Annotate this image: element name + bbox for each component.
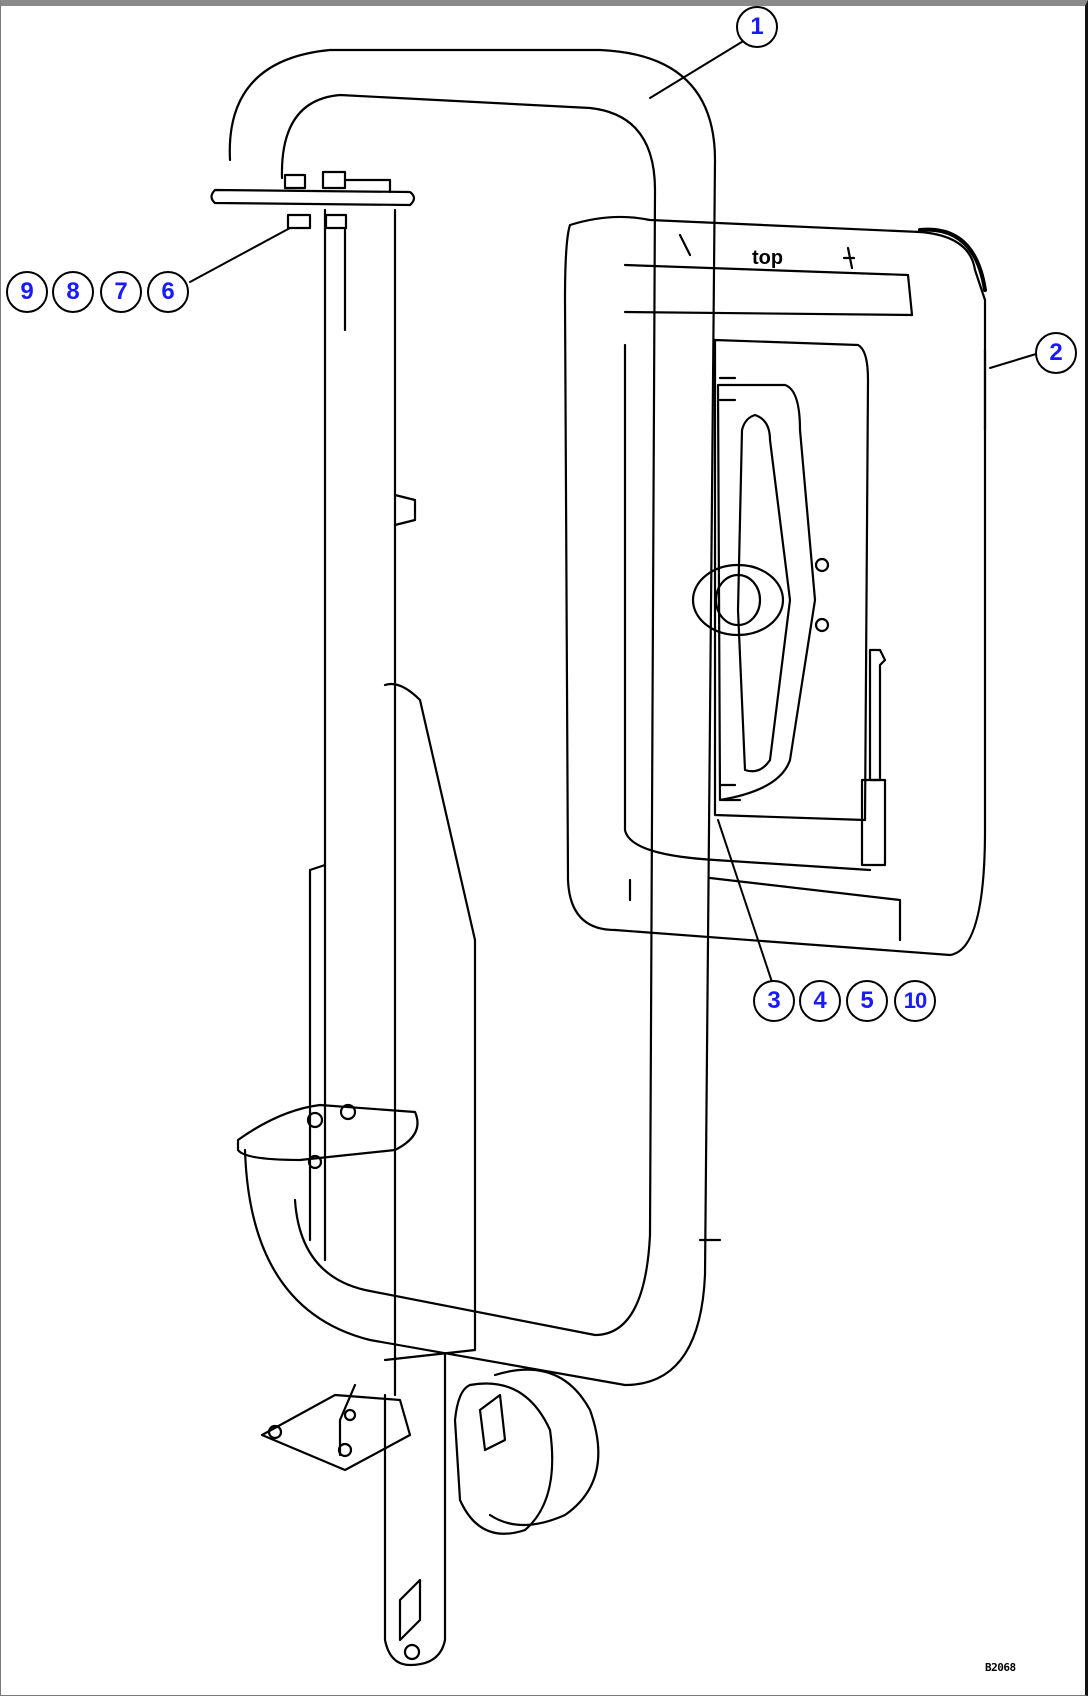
tubular-frame: [228, 48, 722, 1387]
leader-lines: [189, 39, 1037, 983]
callout-1[interactable]: 1: [736, 6, 778, 48]
mirror-housing: top: [563, 215, 987, 957]
callout-8[interactable]: 8: [52, 271, 94, 313]
callout-3[interactable]: 3: [753, 980, 795, 1022]
lower-clamp: [236, 1103, 419, 1170]
figure-id-label: B2068: [985, 1661, 1016, 1674]
support-post: [260, 208, 477, 1667]
callout-10[interactable]: 10: [894, 980, 936, 1022]
callout-7[interactable]: 7: [100, 271, 142, 313]
callout-4[interactable]: 4: [799, 980, 841, 1022]
callout-2[interactable]: 2: [1035, 332, 1077, 374]
lower-mirror-pod: [453, 1368, 600, 1535]
callout-5[interactable]: 5: [846, 980, 888, 1022]
mirror-label-text: top: [752, 247, 783, 269]
callout-6[interactable]: 6: [147, 271, 189, 313]
top-clamp: [210, 170, 416, 332]
callout-9[interactable]: 9: [6, 271, 48, 313]
